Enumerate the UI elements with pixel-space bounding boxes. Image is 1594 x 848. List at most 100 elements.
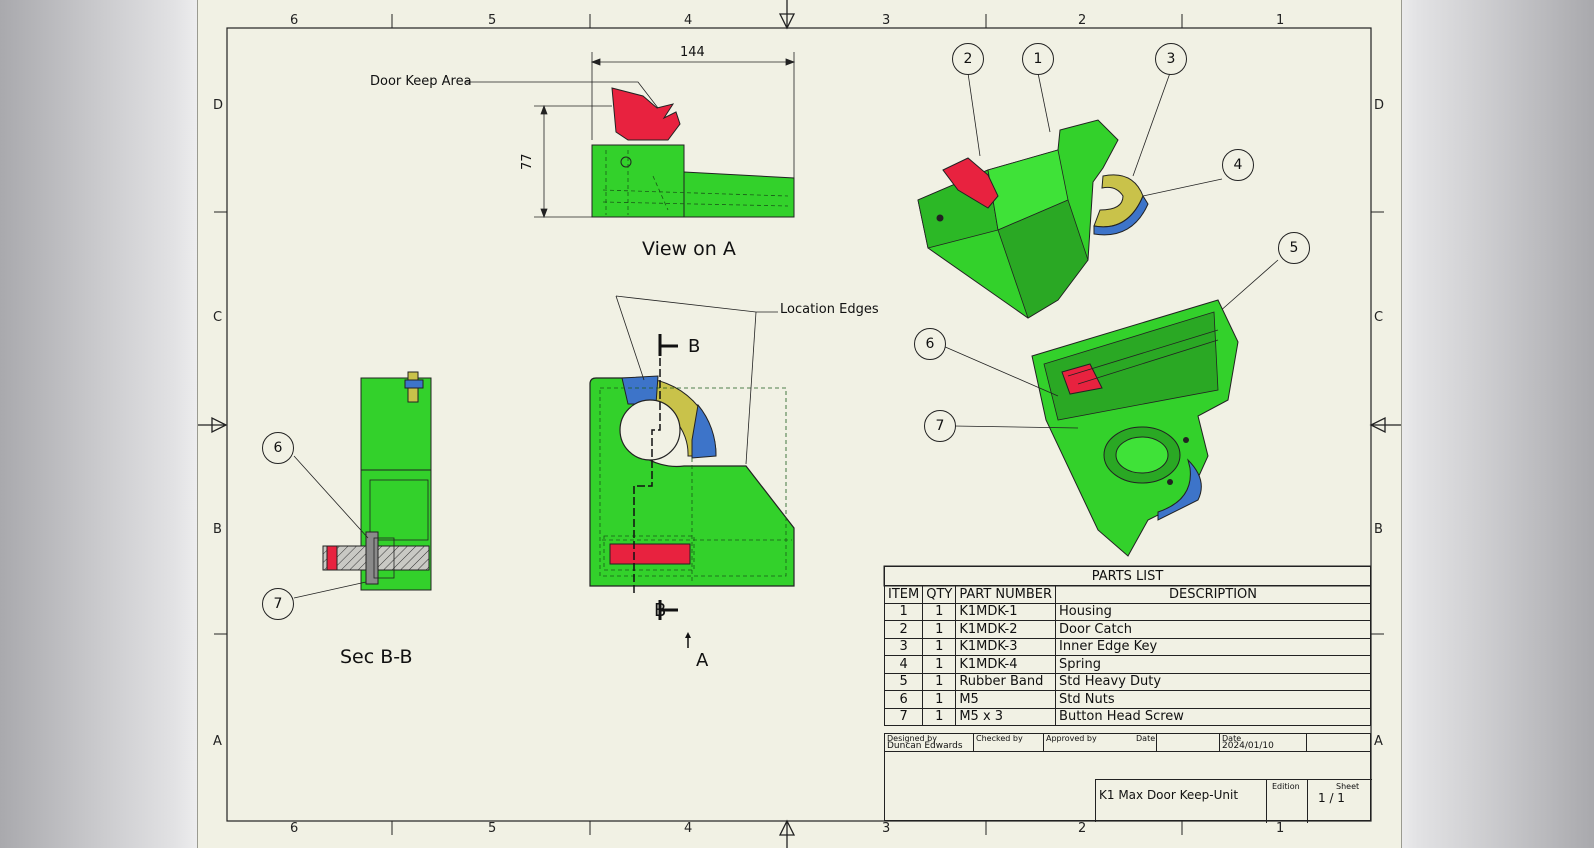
parts-list-title: PARTS LIST — [884, 566, 1371, 586]
checked-by-label: Checked by — [976, 734, 1023, 743]
part-number-cell: M5 — [955, 690, 1057, 709]
qty-cell: 1 — [922, 690, 957, 709]
balloon-4: 4 — [1222, 149, 1254, 181]
view-on-a-drawing — [465, 52, 796, 219]
view-on-a-title: View on A — [642, 238, 736, 260]
drawing-canvas — [198, 0, 1401, 848]
zone-col-5-top: 5 — [488, 13, 497, 28]
part-number-cell: M5 x 3 — [955, 707, 1057, 726]
balloon-6-section: 6 — [262, 432, 294, 464]
dimension-height: 77 — [520, 153, 535, 170]
zone-col-4-top: 4 — [684, 13, 693, 28]
drawing-sheet: 6 5 4 3 2 1 6 5 4 3 2 1 D C B A D C B A … — [197, 0, 1402, 848]
qty-cell: 1 — [922, 602, 957, 621]
item-cell: 5 — [883, 672, 924, 691]
section-bb-drawing — [293, 371, 432, 599]
balloon-7-iso: 7 — [924, 410, 956, 442]
zone-col-1-top: 1 — [1276, 13, 1285, 28]
zone-col-5-bottom: 5 — [488, 821, 497, 836]
section-mark-top: B — [688, 336, 701, 357]
zone-row-c-right: C — [1374, 310, 1384, 325]
item-cell: 2 — [883, 620, 924, 639]
item-cell: 3 — [883, 637, 924, 656]
item-cell: 1 — [883, 602, 924, 621]
approved-by-label: Approved by — [1046, 734, 1097, 743]
sheet-label: Sheet — [1336, 782, 1360, 791]
zone-row-d-left: D — [213, 98, 224, 113]
zone-ticks — [214, 14, 1384, 835]
zone-col-4-bottom: 4 — [684, 821, 693, 836]
header-part-number: PART NUMBER — [955, 585, 1057, 604]
door-keep-area-label: Door Keep Area — [370, 74, 472, 89]
zone-row-a-right: A — [1374, 734, 1383, 749]
zone-col-6-bottom: 6 — [290, 821, 299, 836]
description-cell: Std Nuts — [1055, 690, 1371, 709]
qty-cell: 1 — [922, 672, 957, 691]
balloon-5: 5 — [1278, 232, 1310, 264]
description-cell: Button Head Screw — [1055, 707, 1371, 726]
balloon-3: 3 — [1155, 43, 1187, 75]
zone-row-a-left: A — [213, 734, 222, 749]
zone-col-2-bottom: 2 — [1078, 821, 1087, 836]
zone-row-b-left: B — [213, 522, 222, 537]
approved-by-cell: Approved by Date — [1044, 734, 1157, 752]
date-cell: Date 2024/01/10 — [1220, 734, 1307, 752]
qty-cell: 1 — [922, 620, 957, 639]
view-mark-a: A — [696, 650, 709, 671]
title-block-bottom: K1 Max Door Keep-Unit Edition Sheet 1 / … — [1095, 779, 1372, 823]
description-cell: Inner Edge Key — [1055, 637, 1371, 656]
zone-row-c-left: C — [213, 310, 223, 325]
front-view-drawing — [589, 295, 795, 648]
zone-row-b-right: B — [1374, 522, 1383, 537]
centering-marks — [198, 0, 1401, 848]
title-block-top-row: Designed by Duncan Edwards Checked by Ap… — [885, 734, 1370, 752]
part-number-cell: Rubber Band — [955, 672, 1057, 691]
qty-cell: 1 — [922, 707, 957, 726]
description-cell: Housing — [1055, 602, 1371, 621]
zone-row-d-right: D — [1374, 98, 1385, 113]
parts-list-header-row: ITEM QTY PART NUMBER DESCRIPTION — [883, 585, 1371, 604]
sheet-number: 1 / 1 — [1318, 791, 1345, 805]
item-cell: 7 — [883, 707, 924, 726]
date-label: Date — [1222, 734, 1242, 743]
zone-col-3-bottom: 3 — [882, 821, 891, 836]
dimension-width: 144 — [680, 45, 705, 60]
designed-by-value: Duncan Edwards — [887, 741, 963, 751]
header-item: ITEM — [883, 585, 924, 604]
drawing-title: K1 Max Door Keep-Unit — [1099, 788, 1239, 802]
qty-cell: 1 — [922, 655, 957, 674]
zone-col-3-top: 3 — [882, 13, 891, 28]
header-qty: QTY — [922, 585, 957, 604]
zone-col-2-top: 2 — [1078, 13, 1087, 28]
iso-view-top — [917, 72, 1279, 321]
balloon-2: 2 — [952, 43, 984, 75]
description-cell: Std Heavy Duty — [1055, 672, 1371, 691]
item-cell: 6 — [883, 690, 924, 709]
blank-cell — [1157, 734, 1220, 752]
description-cell: Door Catch — [1055, 620, 1371, 639]
edition-label: Edition — [1272, 782, 1300, 791]
designed-by-cell: Designed by Duncan Edwards — [885, 734, 974, 752]
balloon-6-iso: 6 — [914, 328, 946, 360]
section-bb-title: Sec B-B — [340, 646, 413, 668]
zone-col-1-bottom: 1 — [1276, 821, 1285, 836]
header-description: DESCRIPTION — [1055, 585, 1371, 604]
part-number-cell: K1MDK-1 — [955, 602, 1057, 621]
date-value: 2024/01/10 — [1222, 741, 1274, 751]
iso-view-bottom — [942, 299, 1239, 557]
approved-date-label: Date — [1136, 734, 1156, 743]
part-number-cell: K1MDK-2 — [955, 620, 1057, 639]
checked-by-cell: Checked by — [974, 734, 1044, 752]
zone-col-6-top: 6 — [290, 13, 299, 28]
title-block: Designed by Duncan Edwards Checked by Ap… — [884, 733, 1372, 823]
part-number-cell: K1MDK-4 — [955, 655, 1057, 674]
qty-cell: 1 — [922, 637, 957, 656]
location-edges-label: Location Edges — [780, 302, 879, 317]
parts-list-table: PARTS LIST ITEM QTY PART NUMBER DESCRIPT… — [883, 566, 1371, 726]
item-cell: 4 — [883, 655, 924, 674]
